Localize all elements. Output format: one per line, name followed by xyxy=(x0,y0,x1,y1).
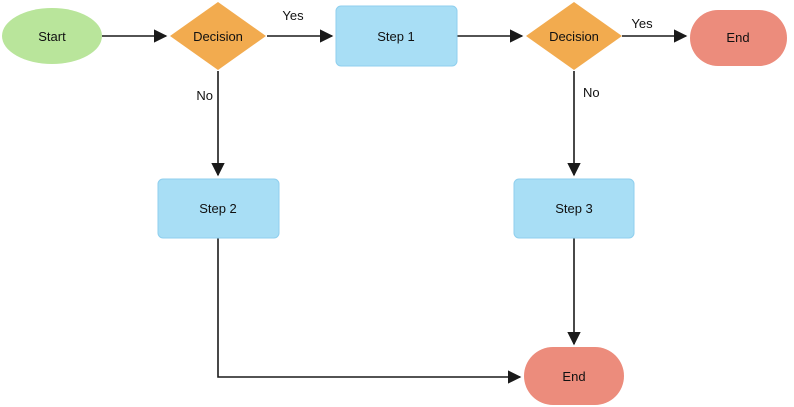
node-label: Decision xyxy=(193,29,243,44)
edge-label-no: No xyxy=(196,88,213,103)
terminator-shape xyxy=(524,347,624,405)
process-shape xyxy=(335,5,458,67)
node-label: Step 3 xyxy=(555,201,593,216)
edge-label-no: No xyxy=(583,85,600,100)
edge-decision1-to-step2: No xyxy=(196,71,225,177)
terminator-shape xyxy=(2,8,102,64)
node-decision-2: Decision xyxy=(526,2,622,70)
edge-decision1-to-step1: Yes xyxy=(267,8,334,43)
node-end-1: End xyxy=(690,10,787,66)
process-shape xyxy=(513,178,635,239)
node-start: Start xyxy=(2,8,102,64)
terminator-shape xyxy=(690,10,787,66)
node-label: Decision xyxy=(549,29,599,44)
decision-shape xyxy=(526,2,622,70)
edge-label-yes: Yes xyxy=(631,16,653,31)
edge-step2-to-end2 xyxy=(217,238,522,384)
node-decision-1: Decision xyxy=(170,2,266,70)
edge-decision2-to-step3: No xyxy=(567,71,600,177)
node-end-2: End xyxy=(524,347,624,405)
edge-decision2-to-end1: Yes xyxy=(622,16,688,43)
node-step-1: Step 1 xyxy=(335,5,458,67)
node-step-3: Step 3 xyxy=(513,178,635,239)
node-label: Step 1 xyxy=(377,29,415,44)
process-shape xyxy=(157,178,280,239)
connector-polyline xyxy=(217,238,522,384)
decision-shape xyxy=(170,2,266,70)
node-step-2: Step 2 xyxy=(157,178,280,239)
node-label: End xyxy=(726,30,749,45)
node-label: Start xyxy=(38,29,66,44)
node-label: Step 2 xyxy=(199,201,237,216)
node-label: End xyxy=(562,369,585,384)
edge-label-yes: Yes xyxy=(282,8,304,23)
